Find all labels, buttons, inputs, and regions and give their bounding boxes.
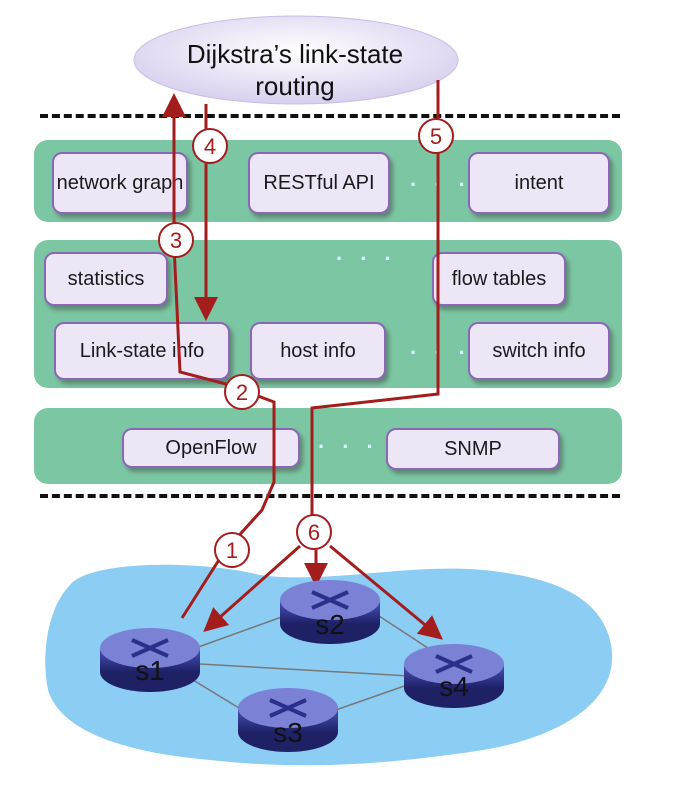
step-1-label: 1 bbox=[226, 538, 238, 563]
switch-info-label: switch info bbox=[492, 340, 586, 362]
northbound-separator bbox=[40, 114, 620, 118]
step-5-marker: 5 bbox=[418, 118, 454, 154]
app-cloud bbox=[133, 15, 459, 105]
step-6-marker: 6 bbox=[296, 514, 332, 550]
step-5-label: 5 bbox=[430, 124, 442, 149]
app-cloud-label-line2: routing bbox=[255, 71, 335, 101]
network-graph-box: network graph bbox=[52, 152, 188, 214]
flow-tables-box: flow tables bbox=[432, 252, 566, 306]
step-1-marker: 1 bbox=[214, 532, 250, 568]
statistics-label: statistics bbox=[67, 268, 145, 290]
link-s1-s4 bbox=[199, 663, 411, 677]
router-s4: s4 bbox=[404, 644, 504, 708]
flow-tables-label: flow tables bbox=[451, 268, 547, 290]
step-4-label: 4 bbox=[204, 134, 216, 159]
step-3-label: 3 bbox=[170, 228, 182, 253]
link-state-info-box: Link-state info bbox=[54, 322, 230, 380]
router-s2: s2 bbox=[280, 580, 380, 644]
router-s4-x-icon bbox=[435, 654, 473, 674]
router-s4-label: s4 bbox=[439, 671, 469, 702]
intent-box: intent bbox=[468, 152, 610, 214]
restful-api-label: RESTful API bbox=[263, 172, 375, 194]
step-3-marker: 3 bbox=[158, 222, 194, 258]
router-s3: s3 bbox=[238, 688, 338, 752]
statistics-box: statistics bbox=[44, 252, 168, 306]
router-s3-label: s3 bbox=[273, 717, 303, 748]
app-cloud-label-line1: Dijkstra’s link-state bbox=[186, 39, 404, 69]
router-s1-label: s1 bbox=[135, 655, 165, 686]
snmp-box: SNMP bbox=[386, 428, 560, 470]
southbound-ellipsis: . . . bbox=[318, 428, 379, 453]
network-graph-label: network graph bbox=[56, 172, 184, 194]
restful-api-box: RESTful API bbox=[248, 152, 390, 214]
intent-label: intent bbox=[514, 172, 564, 194]
step6-arrow-s1 bbox=[203, 544, 301, 632]
host-info-label: host info bbox=[280, 340, 356, 362]
switch-info-box: switch info bbox=[468, 322, 610, 380]
router-s1-x-icon bbox=[131, 638, 169, 658]
snmp-label: SNMP bbox=[444, 438, 502, 460]
openflow-box: OpenFlow bbox=[122, 428, 300, 468]
step-2-label: 2 bbox=[236, 380, 248, 405]
step1-arrow bbox=[180, 394, 276, 619]
link-s3-s4 bbox=[329, 683, 411, 713]
router-s2-x-icon bbox=[311, 590, 349, 610]
host-info-box: host info bbox=[250, 322, 386, 380]
app-cloud-label: Dijkstra’s link-state routing bbox=[140, 38, 450, 102]
network-cloud bbox=[45, 564, 613, 766]
openflow-label: OpenFlow bbox=[165, 437, 257, 459]
link-state-info-label: Link-state info bbox=[79, 340, 205, 362]
router-s3-x-icon bbox=[269, 698, 307, 718]
step-4-marker: 4 bbox=[192, 128, 228, 164]
southbound-separator bbox=[40, 494, 620, 498]
router-s1: s1 bbox=[100, 628, 200, 692]
step-2-marker: 2 bbox=[224, 374, 260, 410]
router-s2-label: s2 bbox=[315, 609, 345, 640]
link-s1-s2 bbox=[189, 613, 291, 651]
state-ellipsis-top: . . . bbox=[336, 240, 397, 265]
step-6-label: 6 bbox=[308, 520, 320, 545]
step3-arrow bbox=[162, 93, 227, 386]
step6-arrow-s4 bbox=[329, 544, 443, 640]
step5-arrow bbox=[310, 80, 440, 518]
